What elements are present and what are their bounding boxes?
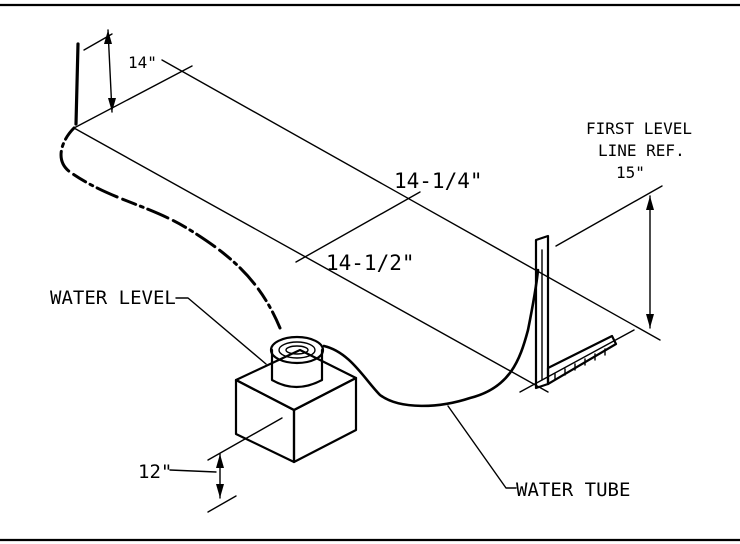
layout-lines bbox=[73, 59, 661, 393]
label-water-tube: WATER TUBE bbox=[516, 479, 630, 501]
leader-12 bbox=[169, 469, 217, 473]
dimension-15 bbox=[555, 185, 663, 329]
water-bucket bbox=[234, 335, 358, 464]
label-first-level: FIRST LEVEL bbox=[586, 119, 692, 138]
label-14: 14" bbox=[128, 53, 157, 72]
leader-water-level bbox=[175, 297, 267, 365]
leader-water-tube bbox=[447, 405, 517, 489]
label-15: 15" bbox=[616, 163, 645, 182]
level-ruler bbox=[534, 234, 618, 390]
water-tube-line bbox=[59, 126, 540, 408]
label-14-1-2: 14-1/2" bbox=[326, 251, 415, 275]
label-12: 12" bbox=[138, 461, 172, 483]
dimension-14 bbox=[74, 29, 116, 126]
label-14-1-4: 14-1/4" bbox=[394, 169, 483, 193]
label-line-ref: LINE REF. bbox=[598, 141, 685, 160]
dimension-12 bbox=[207, 417, 283, 513]
label-water-level: WATER LEVEL bbox=[50, 287, 176, 309]
